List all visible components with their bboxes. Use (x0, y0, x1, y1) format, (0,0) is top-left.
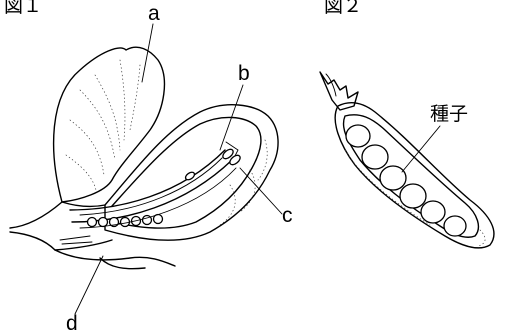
pistil (70, 142, 242, 228)
svg-text:a: a (148, 2, 160, 25)
seed (400, 184, 426, 208)
figure-1: 図１ (4, 0, 293, 335)
label-d: d (66, 256, 103, 335)
figure-1-title: 図１ (4, 0, 42, 17)
svg-text:d: d (66, 312, 78, 335)
figure-2-title: 図２ (324, 0, 362, 17)
seed-label: 種子 (402, 103, 468, 172)
seed (444, 216, 466, 236)
svg-text:b: b (238, 62, 250, 85)
calyx-and-stem (10, 202, 175, 269)
svg-text:c: c (282, 204, 293, 227)
seed (380, 166, 406, 190)
figure-2: 図２ 種子 (320, 0, 494, 248)
svg-text:種子: 種子 (430, 103, 468, 125)
seed (421, 201, 445, 223)
petal-standard (54, 47, 165, 202)
pod-calyx (320, 72, 358, 110)
seed (346, 125, 370, 147)
label-a: a (142, 2, 160, 82)
seed (362, 145, 388, 169)
